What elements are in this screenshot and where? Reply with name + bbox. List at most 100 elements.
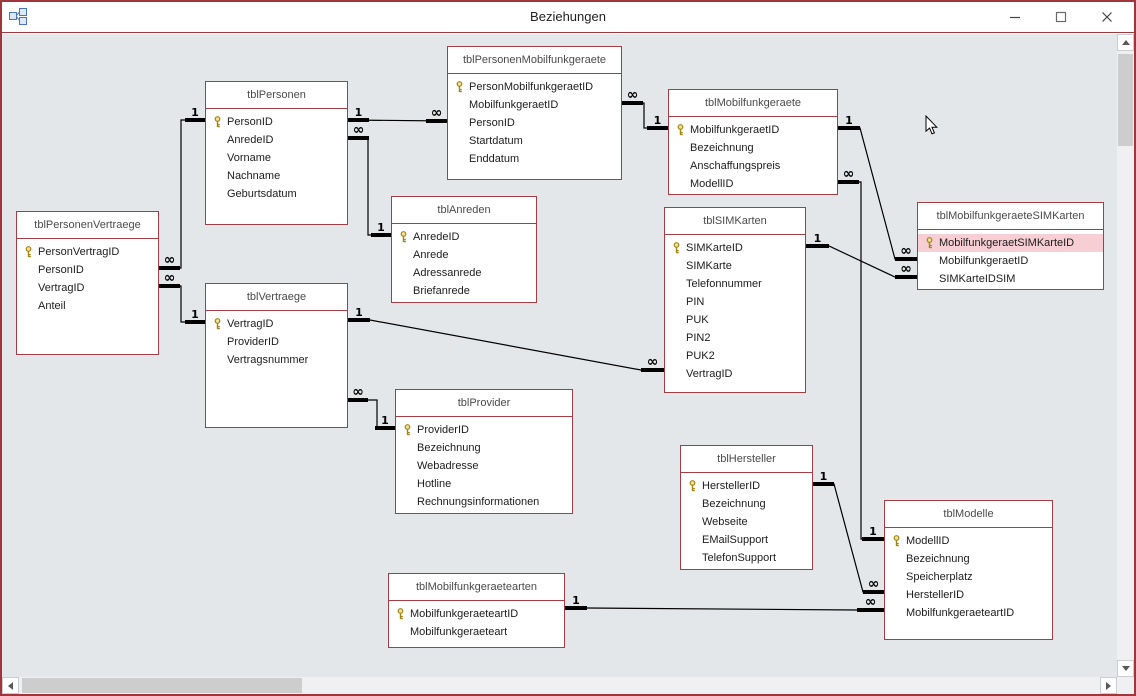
field-row[interactable]: AnredeID	[206, 131, 347, 149]
field-row[interactable]: VertragID	[206, 315, 347, 333]
table-title[interactable]: tblHersteller	[681, 446, 812, 473]
field-row[interactable]: ProviderID	[396, 421, 572, 439]
field-row[interactable]: Vertragsnummer	[206, 351, 347, 369]
table-title[interactable]: tblAnreden	[392, 197, 536, 224]
maximize-button[interactable]	[1038, 0, 1084, 33]
vertical-scroll-thumb[interactable]	[1118, 54, 1133, 146]
field-row[interactable]: Webseite	[681, 513, 812, 531]
field-row[interactable]: Startdatum	[448, 132, 621, 150]
field-row[interactable]: MobilfunkgeraetID	[669, 121, 837, 139]
primary-key-icon	[687, 480, 702, 492]
field-row[interactable]: Rechnungsinformationen	[396, 493, 572, 511]
table-title[interactable]: tblPersonenMobilfunkgeraete	[448, 47, 621, 74]
field-row[interactable]: Anrede	[392, 246, 536, 264]
field-row[interactable]: Anschaffungspreis	[669, 157, 837, 175]
field-row[interactable]: MobilfunkgeraetID	[918, 252, 1103, 270]
field-row[interactable]: VertragID	[17, 279, 158, 297]
field-row[interactable]: Geburtsdatum	[206, 185, 347, 203]
field-row[interactable]: ProviderID	[206, 333, 347, 351]
field-row[interactable]: Telefonnummer	[665, 275, 805, 293]
field-row[interactable]: Briefanrede	[392, 282, 536, 300]
field-name: PIN2	[686, 332, 711, 344]
field-name: MobilfunkgeraeteartID	[906, 607, 1015, 619]
table-title[interactable]: tblSIMKarten	[665, 208, 805, 235]
table-title[interactable]: tblPersonen	[206, 82, 347, 109]
scroll-right-button[interactable]	[1100, 677, 1117, 694]
field-row[interactable]: MobilfunkgeraetSIMKarteID	[918, 234, 1103, 252]
table-title[interactable]: tblModelle	[885, 501, 1052, 528]
table-title[interactable]: tblPersonenVertraege	[17, 212, 158, 239]
field-row[interactable]: VertragID	[665, 365, 805, 383]
field-row[interactable]: Adressanrede	[392, 264, 536, 282]
table-title[interactable]: tblMobilfunkgeraete	[669, 90, 837, 117]
field-row[interactable]: Mobilfunkgeraeteart	[389, 623, 564, 641]
field-row[interactable]: MobilfunkgeraeteartID	[389, 605, 564, 623]
field-row[interactable]: SIMKarte	[665, 257, 805, 275]
field-row[interactable]: TelefonSupport	[681, 549, 812, 567]
field-row[interactable]: AnredeID	[392, 228, 536, 246]
horizontal-scrollbar[interactable]	[2, 677, 1117, 694]
field-row[interactable]: Nachname	[206, 167, 347, 185]
field-row[interactable]: PersonID	[17, 261, 158, 279]
field-row[interactable]: HerstellerID	[885, 586, 1052, 604]
scroll-down-button[interactable]	[1117, 660, 1134, 677]
field-row[interactable]: ModellID	[669, 175, 837, 193]
field-name: Anschaffungspreis	[690, 160, 781, 172]
field-row[interactable]: PIN	[665, 293, 805, 311]
field-row[interactable]: Bezeichnung	[681, 495, 812, 513]
field-name: SIMKarte	[686, 260, 732, 272]
field-row[interactable]: PUK2	[665, 347, 805, 365]
field-name: PersonID	[469, 117, 515, 129]
title-bar[interactable]: Beziehungen	[0, 0, 1136, 33]
field-row[interactable]: PersonMobilfunkgeraetID	[448, 78, 621, 96]
field-row[interactable]: PIN2	[665, 329, 805, 347]
field-row[interactable]: MobilfunkgeraeteartID	[885, 604, 1052, 622]
minimize-button[interactable]	[992, 0, 1038, 33]
field-row[interactable]: Bezeichnung	[669, 139, 837, 157]
scroll-left-button[interactable]	[2, 677, 19, 694]
field-row[interactable]: PersonID	[206, 113, 347, 131]
scroll-up-button[interactable]	[1117, 34, 1134, 51]
field-row[interactable]: Speicherplatz	[885, 568, 1052, 586]
field-name: Mobilfunkgeraeteart	[410, 626, 508, 638]
field-row[interactable]: PersonVertragID	[17, 243, 158, 261]
table-title[interactable]: tblMobilfunkgeraeteSIMKarten	[918, 203, 1103, 230]
field-row[interactable]: SIMKarteIDSIM	[918, 270, 1103, 288]
field-row[interactable]: HerstellerID	[681, 477, 812, 495]
field-row[interactable]: Bezeichnung	[396, 439, 572, 457]
field-row[interactable]: Bezeichnung	[885, 550, 1052, 568]
field-row[interactable]: Anteil	[17, 297, 158, 315]
table-title[interactable]: tblProvider	[396, 390, 572, 417]
field-row[interactable]: Vorname	[206, 149, 347, 167]
field-row[interactable]: Hotline	[396, 475, 572, 493]
field-row[interactable]: PUK	[665, 311, 805, 329]
vertical-scrollbar[interactable]	[1117, 34, 1134, 677]
table-title[interactable]: tblVertraege	[206, 284, 347, 311]
window-controls	[992, 0, 1130, 33]
primary-key-icon	[671, 242, 686, 254]
close-button[interactable]	[1084, 0, 1130, 33]
field-row[interactable]: Webadresse	[396, 457, 572, 475]
field-row[interactable]: SIMKarteID	[665, 239, 805, 257]
horizontal-scroll-thumb[interactable]	[22, 678, 302, 693]
field-row[interactable]: ModellID	[885, 532, 1052, 550]
arrow-right-icon	[1106, 681, 1111, 690]
field-row[interactable]: PersonID	[448, 114, 621, 132]
field-row[interactable]: Enddatum	[448, 150, 621, 168]
field-row[interactable]: EMailSupport	[681, 531, 812, 549]
field-row[interactable]: MobilfunkgeraetID	[448, 96, 621, 114]
table-title[interactable]: tblMobilfunkgeraetearten	[389, 574, 564, 601]
